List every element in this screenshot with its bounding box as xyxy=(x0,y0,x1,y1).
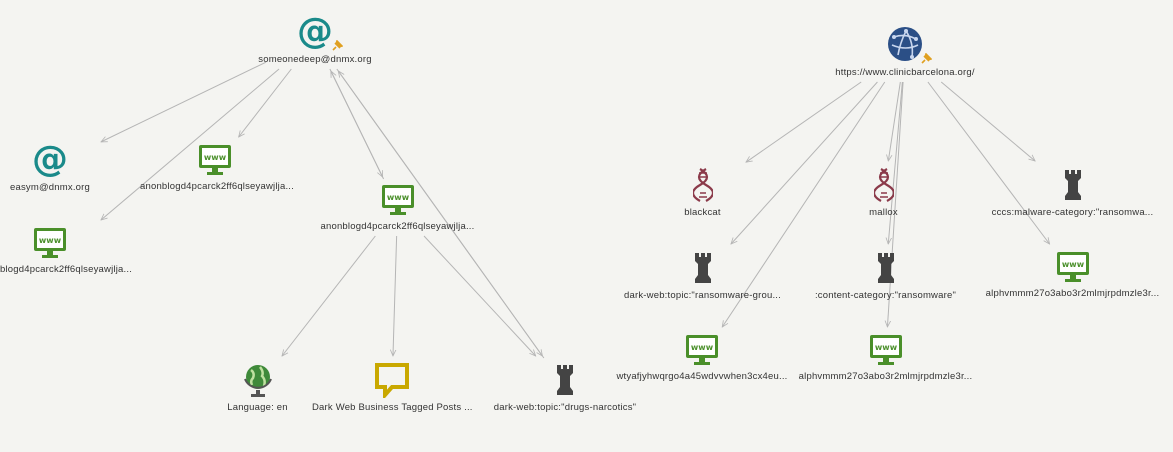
svg-text:www: www xyxy=(386,193,409,202)
node-label: alphvmmm27o3abo3r2mlmjrpdmzle3r... xyxy=(985,288,1160,299)
edge-clinic-to-mallox xyxy=(888,81,901,161)
node-topic-drugs[interactable]: dark-web:topic:"drugs-narcotics" xyxy=(490,362,640,413)
pin-icon xyxy=(332,40,343,51)
edge-email_main-to-site_a xyxy=(239,68,292,137)
node-label: anonblogd4pcarck2ff6qlseyawjlja... xyxy=(140,181,294,192)
speech-bubble-icon xyxy=(374,362,410,401)
edge-email_main-to-drugs xyxy=(336,68,543,356)
node-label: blogd4pcarck2ff6qlseyawjlja... xyxy=(0,264,133,275)
node-malware-mallox[interactable]: mallox xyxy=(846,167,921,218)
edge-email_main-to-email_easym xyxy=(101,61,267,143)
node-label: mallox xyxy=(869,207,898,218)
node-malware-blackcat[interactable]: blackcat xyxy=(665,167,740,218)
edge-clinic-to-content_cat xyxy=(888,81,903,244)
language-globe-icon xyxy=(242,362,274,398)
svg-text:www: www xyxy=(1061,260,1084,269)
dna-icon xyxy=(872,167,895,203)
node-tagged-posts[interactable]: Dark Web Business Tagged Posts ... xyxy=(312,362,472,413)
svg-text:@: @ xyxy=(32,140,68,178)
node-label: https://www.clinicbarcelona.org/ xyxy=(835,67,975,78)
node-website-anonblog[interactable]: www anonblogd4pcarck2ff6qlseyawjlja... xyxy=(140,143,294,192)
node-label: Dark Web Business Tagged Posts ... xyxy=(312,402,473,413)
node-topic-ransomware-group[interactable]: dark-web:topic:"ransomware-grou... xyxy=(620,250,785,301)
dna-icon xyxy=(691,167,714,203)
www-monitor-icon: www xyxy=(32,226,68,260)
edge-clinic-to-ransom_group xyxy=(731,81,878,244)
edge-site_b-to-language xyxy=(282,235,376,356)
node-website-wtya[interactable]: www wtyafjyhwqrgo4a45wdvvwhen3cx4eu... xyxy=(612,333,792,382)
node-website-blog[interactable]: www blogd4pcarck2ff6qlseyawjlja... xyxy=(0,226,133,275)
www-monitor-icon: www xyxy=(868,333,904,367)
node-label: wtyafjyhwqrgo4a45wdvvwhen3cx4eu... xyxy=(616,371,788,382)
edge-clinic-to-alph2 xyxy=(887,81,904,327)
at-sign-icon: @ xyxy=(295,11,343,52)
svg-text:www: www xyxy=(874,343,897,352)
at-sign-icon: @ xyxy=(30,139,70,180)
chess-rook-icon xyxy=(691,250,715,286)
node-label: blackcat xyxy=(684,207,721,218)
node-label: alphvmmm27o3abo3r2mlmjrpdmzle3r... xyxy=(798,371,973,382)
node-email-easym[interactable]: @ easym@dnmx.org xyxy=(5,139,95,193)
www-monitor-icon: www xyxy=(197,143,233,177)
svg-text:www: www xyxy=(39,236,62,245)
edge-clinic-to-alph1 xyxy=(927,81,1050,244)
node-label: anonblogd4pcarck2ff6qlseyawjlja... xyxy=(320,221,475,232)
node-topic-cccs[interactable]: cccs:malware-category:"ransomwa... xyxy=(990,167,1155,218)
pin-icon xyxy=(921,53,932,64)
chess-rook-icon xyxy=(1061,167,1085,203)
www-monitor-icon: www xyxy=(684,333,720,367)
edge-site_b-to-posts xyxy=(393,235,398,356)
node-label: :content-category:"ransomware" xyxy=(814,290,957,301)
node-website-clinicbarcelona[interactable]: https://www.clinicbarcelona.org/ xyxy=(825,25,985,78)
node-label: cccs:malware-category:"ransomwa... xyxy=(991,207,1154,218)
edge-clinic-to-cccs xyxy=(940,81,1035,161)
node-email-someonedeep[interactable]: @ someonedeep@dnmx.org xyxy=(250,11,380,65)
svg-text:www: www xyxy=(204,153,227,162)
chess-rook-icon xyxy=(553,362,577,398)
globe-icon xyxy=(886,25,932,64)
edge-email_main-to-site_c xyxy=(101,68,280,220)
edge-site_b-to-email_main xyxy=(331,71,385,180)
node-website-alphv-2[interactable]: www alphvmmm27o3abo3r2mlmjrpdmzle3r... xyxy=(793,333,978,382)
node-label: easym@dnmx.org xyxy=(9,182,91,193)
node-label: dark-web:topic:"ransomware-grou... xyxy=(624,290,781,301)
edge-site_b-to-drugs xyxy=(423,235,536,356)
www-monitor-icon: www xyxy=(1055,250,1091,284)
edge-group xyxy=(101,61,1050,359)
edge-clinic-to-wtya xyxy=(722,81,886,327)
edge-clinic-to-blackcat xyxy=(746,81,862,162)
node-website-anonblog-2[interactable]: www anonblogd4pcarck2ff6qlseyawjlja... xyxy=(320,183,475,232)
node-topic-content-category[interactable]: :content-category:"ransomware" xyxy=(808,250,963,301)
chess-rook-icon xyxy=(874,250,898,286)
node-label: Language: en xyxy=(227,402,288,413)
node-website-alphv-1[interactable]: www alphvmmm27o3abo3r2mlmjrpdmzle3r... xyxy=(980,250,1165,299)
svg-text:@: @ xyxy=(297,12,333,50)
node-label: dark-web:topic:"drugs-narcotics" xyxy=(493,402,637,413)
www-monitor-icon: www xyxy=(380,183,416,217)
node-label: someonedeep@dnmx.org xyxy=(258,54,372,65)
node-language[interactable]: Language: en xyxy=(220,362,295,413)
svg-text:www: www xyxy=(691,343,714,352)
